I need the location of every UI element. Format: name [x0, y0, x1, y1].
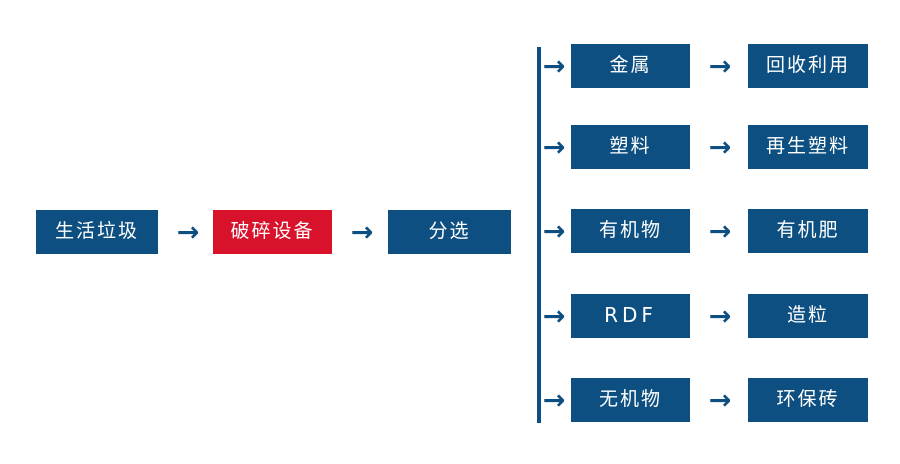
node-label: 无机物: [598, 387, 662, 410]
branch-spine-connector: [537, 47, 541, 423]
node-label: 生活垃圾: [54, 219, 139, 242]
node-label: 有机物: [598, 218, 662, 241]
node-branch-material-4[interactable]: RDF: [571, 294, 690, 338]
node-branch-material-1[interactable]: 金属: [571, 44, 690, 88]
arrow-branch-4-in: →: [542, 300, 566, 332]
node-branch-product-5[interactable]: 环保砖: [748, 378, 868, 422]
node-main-crusher[interactable]: 破碎设备: [213, 210, 332, 254]
node-label: 金属: [609, 53, 652, 76]
node-main-input[interactable]: 生活垃圾: [36, 210, 158, 254]
node-label: 破碎设备: [230, 219, 315, 242]
node-main-sorting[interactable]: 分选: [388, 210, 511, 254]
node-label: RDF: [604, 303, 657, 327]
node-label: 回收利用: [765, 53, 850, 76]
node-branch-product-1[interactable]: 回收利用: [748, 44, 868, 88]
node-branch-material-3[interactable]: 有机物: [571, 209, 690, 253]
arrow-branch-4-out: →: [708, 300, 732, 332]
node-branch-product-4[interactable]: 造粒: [748, 294, 868, 338]
node-branch-product-2[interactable]: 再生塑料: [748, 125, 868, 169]
arrow-branch-1-in: →: [542, 50, 566, 82]
node-label: 有机肥: [776, 218, 840, 241]
arrow-branch-1-out: →: [708, 50, 732, 82]
node-branch-material-5[interactable]: 无机物: [571, 378, 690, 422]
arrow-main-1: →: [176, 216, 200, 248]
arrow-branch-5-out: →: [708, 384, 732, 416]
arrow-branch-5-in: →: [542, 384, 566, 416]
node-label: 造粒: [786, 303, 829, 326]
arrow-branch-3-in: →: [542, 215, 566, 247]
node-label: 环保砖: [776, 387, 840, 410]
node-label: 分选: [428, 219, 471, 242]
arrow-branch-2-in: →: [542, 131, 566, 163]
node-branch-material-2[interactable]: 塑料: [571, 125, 690, 169]
arrow-branch-3-out: →: [708, 215, 732, 247]
node-label: 塑料: [609, 134, 652, 157]
arrow-branch-2-out: →: [708, 131, 732, 163]
arrow-main-2: →: [350, 216, 374, 248]
node-branch-product-3[interactable]: 有机肥: [748, 209, 868, 253]
node-label: 再生塑料: [765, 134, 850, 157]
